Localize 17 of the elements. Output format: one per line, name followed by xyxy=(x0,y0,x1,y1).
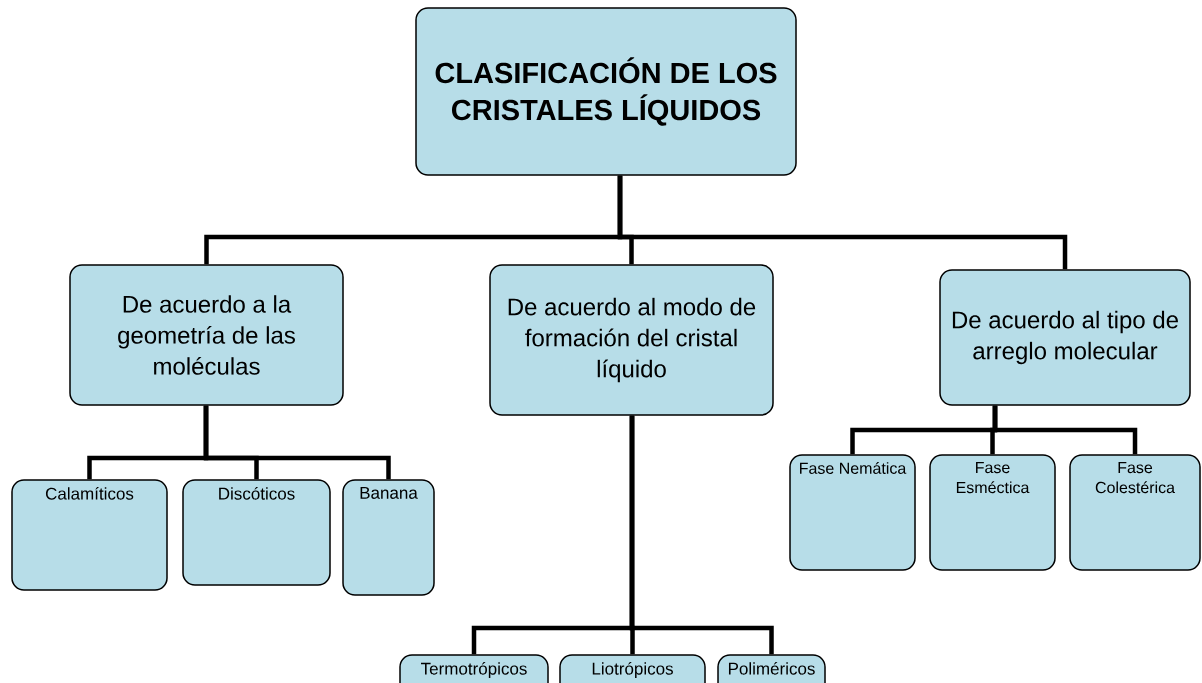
category-box: De acuerdo al modo de formación del cristal líquido xyxy=(489,264,774,416)
connector-line xyxy=(992,405,1138,455)
category-box: Liotrópicos xyxy=(559,654,706,683)
category-box: Calamíticos xyxy=(11,479,168,591)
category-box: Termotrópicos xyxy=(399,654,549,683)
category-box: De acuerdo al tipo de arreglo molecular xyxy=(939,269,1191,406)
category-box: Fase Colestérica xyxy=(1069,454,1201,571)
connector-line xyxy=(203,405,391,480)
category-box: CLASIFICACIÓN DE LOS CRISTALES LÍQUIDOS xyxy=(415,7,797,176)
category-box: Poliméricos xyxy=(717,654,826,683)
category-box: Discóticos xyxy=(182,479,331,586)
category-box: Fase Nemática xyxy=(789,454,916,571)
connector-line xyxy=(617,175,1068,270)
category-box: De acuerdo a la geometría de las moléculas xyxy=(69,264,344,406)
category-box: Fase Esméctica xyxy=(929,454,1056,571)
category-box: Banana xyxy=(342,479,435,596)
connector-line xyxy=(629,415,774,655)
